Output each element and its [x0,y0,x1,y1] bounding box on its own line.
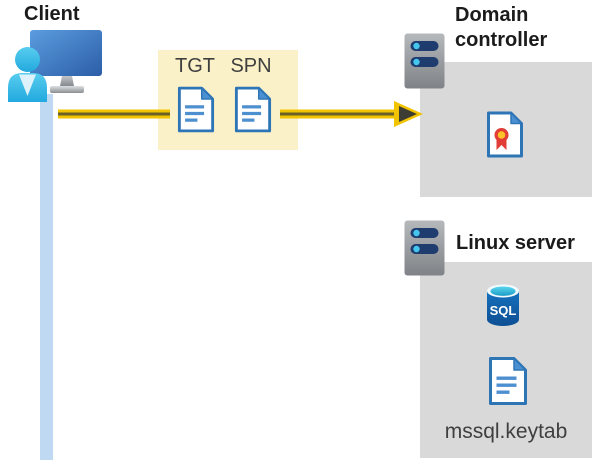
keytab-document-icon [489,357,527,405]
certificate-icon [487,111,523,158]
auth-request-arrow [58,101,423,127]
spn-label: SPN [230,55,272,77]
server-icon [404,220,445,276]
monitor-icon [30,30,102,93]
client-label: Client [24,3,80,25]
sql-icon-label: SQL [490,303,517,318]
person-icon [8,47,47,102]
spn-document-icon [234,86,272,133]
sql-database-icon: SQL [487,284,519,326]
keytab-filename-label: mssql.keytab [444,420,568,443]
domain-controller-label: Domain controller [455,4,548,51]
server-icon [404,33,445,89]
linux-server-label: Linux server [456,232,575,254]
client-person-monitor-icon [8,30,102,102]
tgt-document-icon [177,86,215,133]
tgt-label: TGT [175,55,215,77]
client-vertical-connector [40,94,53,460]
